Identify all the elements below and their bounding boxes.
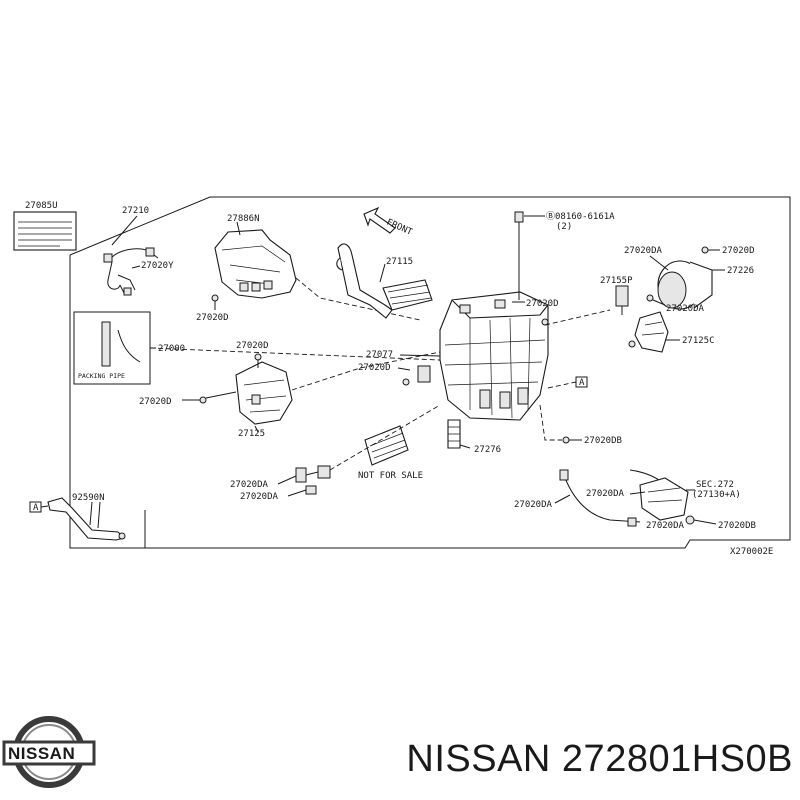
callout-sec272-ref: (27130+A) bbox=[692, 490, 741, 500]
callout-27020DA-mid: 27020DA bbox=[666, 304, 705, 314]
callout-27020D-unit: 27020D bbox=[526, 299, 559, 309]
callout-27226: 27226 bbox=[727, 266, 754, 276]
callout-27115: 27115 bbox=[386, 257, 413, 267]
harness-27210 bbox=[103, 247, 159, 296]
callout-27085U: 27085U bbox=[25, 201, 58, 211]
callout-27020DA-low3: 27020DA bbox=[514, 500, 553, 510]
callout-27020DA-low1: 27020DA bbox=[230, 480, 269, 490]
callout-08160-6161A: Ⓑ08160-6161A bbox=[546, 211, 615, 222]
callout-27020DA-low4: 27020DA bbox=[586, 489, 625, 499]
callout-27020D-lower: 27020D bbox=[236, 341, 269, 351]
hvac-unit-27000 bbox=[439, 291, 549, 449]
callout-27020D-right: 27020D bbox=[722, 246, 755, 256]
callout-27020D-duct: 27020D bbox=[196, 313, 229, 323]
packing-pipe-label: PACKING PIPE bbox=[78, 372, 125, 380]
callout-27276: 27276 bbox=[474, 445, 501, 455]
callout-27155P: 27155P bbox=[600, 276, 633, 286]
label-card-27085U bbox=[13, 211, 77, 251]
resistor-27155P bbox=[615, 285, 629, 315]
ref-marker-a-left-label: A bbox=[33, 503, 39, 513]
callout-27020D-left: 27020D bbox=[139, 397, 172, 407]
callout-27020Y: 27020Y bbox=[141, 261, 174, 271]
heater-core-27115 bbox=[336, 243, 433, 319]
not-for-sale-label: NOT FOR SALE bbox=[358, 471, 423, 481]
callout-08160-qty: (2) bbox=[556, 222, 572, 232]
part-number-caption: NISSAN 272801HS0B bbox=[406, 738, 793, 780]
front-label: FRONT bbox=[385, 218, 414, 238]
callout-27125: 27125 bbox=[238, 429, 265, 439]
callout-92590N: 92590N bbox=[72, 493, 105, 503]
clip-parts-lower bbox=[295, 465, 331, 495]
duct-27125 bbox=[235, 361, 293, 425]
duct-27125C bbox=[634, 311, 669, 353]
nissan-logo-icon: NISSAN bbox=[2, 716, 96, 788]
pipe-92590N bbox=[47, 497, 126, 541]
actuator-group-sec272 bbox=[559, 469, 695, 527]
callout-27020DB-a: 27020DB bbox=[584, 436, 622, 446]
callout-27020DA-low2: 27020DA bbox=[240, 492, 279, 502]
callout-27020DA-low5: 27020DA bbox=[646, 521, 685, 531]
callout-sec272: SEC.272 bbox=[696, 480, 734, 490]
callout-27886N: 27886N bbox=[227, 214, 260, 224]
callout-27125C: 27125C bbox=[682, 336, 715, 346]
callout-27000: 27000 bbox=[158, 344, 185, 354]
blower-motor-27226 bbox=[657, 260, 713, 310]
duct-27886N bbox=[214, 229, 297, 299]
filter-not-for-sale bbox=[364, 425, 409, 466]
callout-27210: 27210 bbox=[122, 206, 149, 216]
front-arrow-icon bbox=[363, 206, 396, 234]
diagram-frame bbox=[69, 196, 791, 549]
callout-27020DA-top: 27020DA bbox=[624, 246, 663, 256]
diagram-code: X270002E bbox=[730, 547, 773, 557]
ref-marker-a-right-label: A bbox=[579, 378, 585, 388]
callout-27020DB-b: 27020DB bbox=[718, 521, 756, 531]
callout-27077: 27077 bbox=[366, 350, 393, 360]
logo-text: NISSAN bbox=[8, 744, 75, 763]
callout-27020D-mid: 27020D bbox=[358, 363, 391, 373]
